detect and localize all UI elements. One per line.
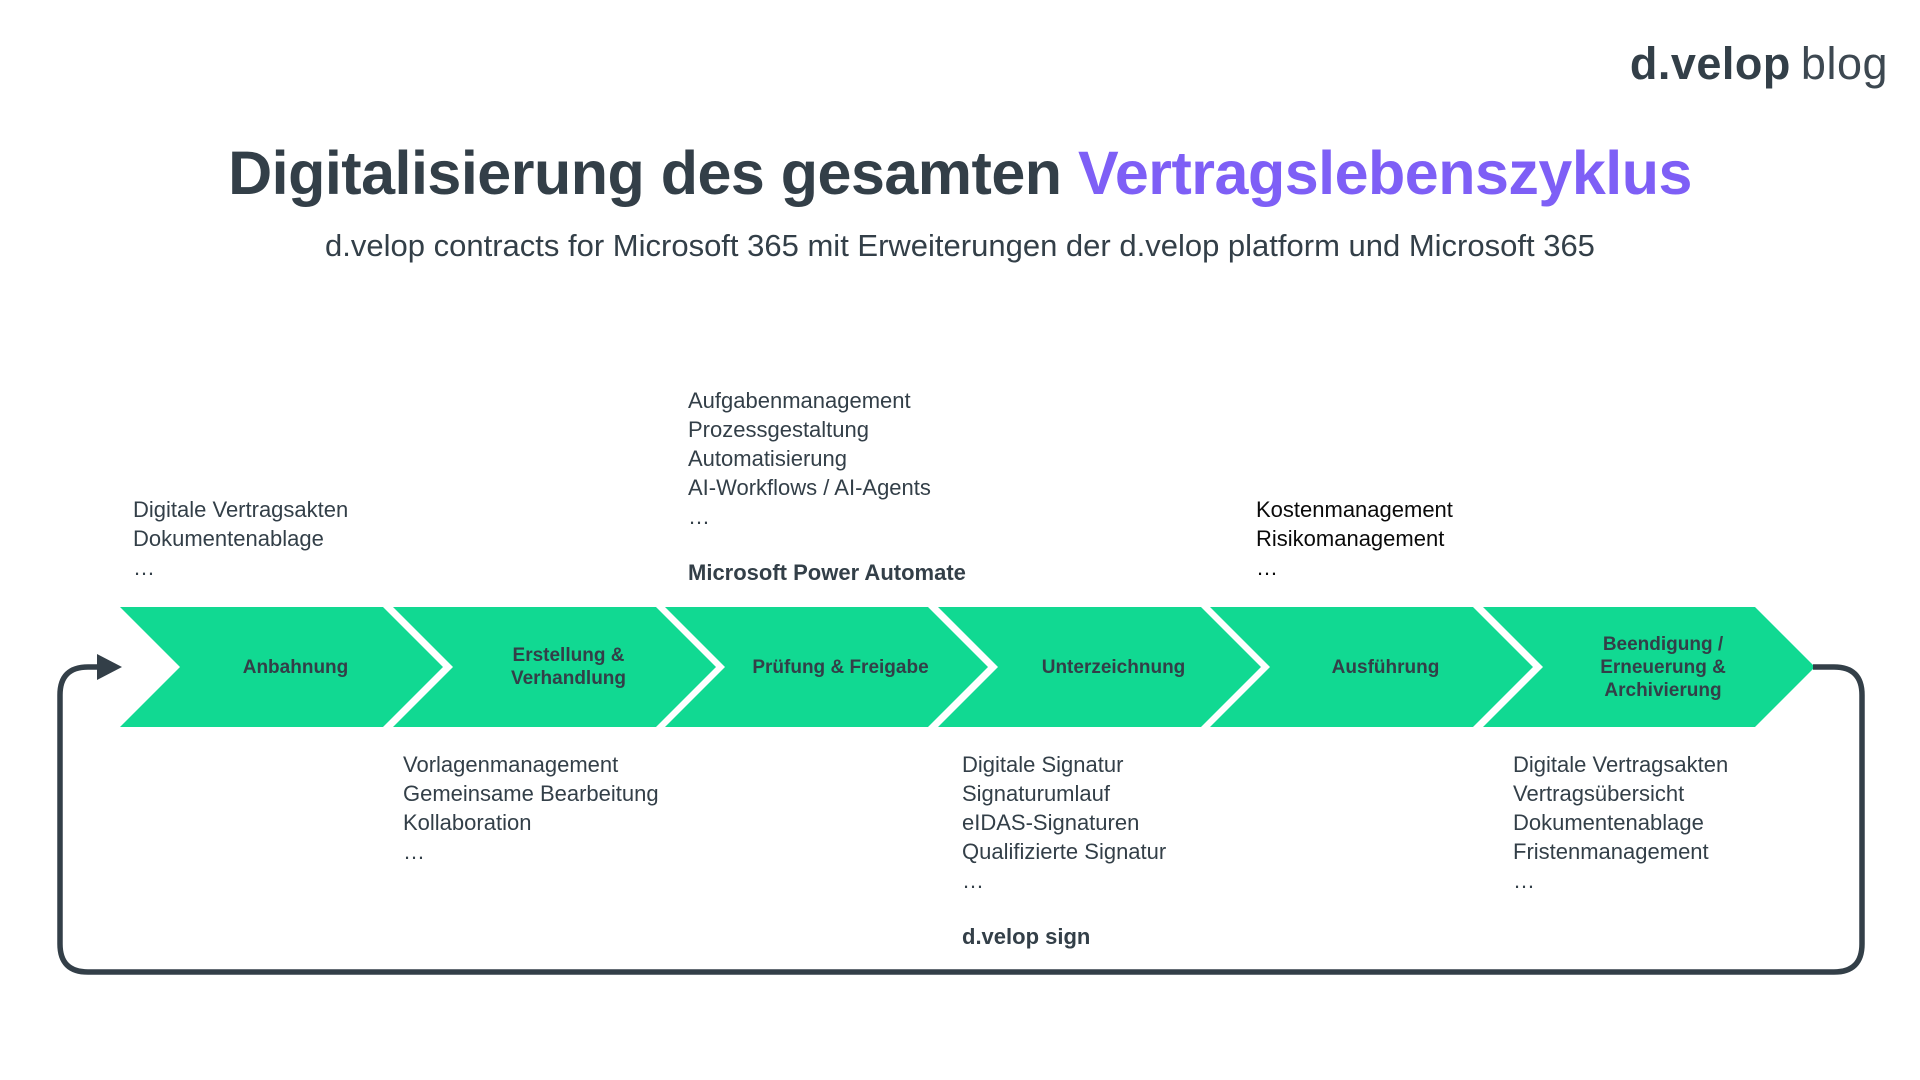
brand-logo-name: d.velop bbox=[1629, 38, 1791, 89]
note-lines: Aufgabenmanagement Prozessgestaltung Aut… bbox=[688, 388, 931, 529]
note-above-pruefung: Aufgabenmanagement Prozessgestaltung Aut… bbox=[688, 386, 966, 587]
note-lines: Digitale Signatur Signaturumlauf eIDAS-S… bbox=[962, 752, 1167, 893]
stage-anbahnung: Anbahnung bbox=[120, 607, 443, 727]
note-below-erstellung: Vorlagenmanagement Gemeinsame Bearbeitun… bbox=[403, 750, 659, 866]
stage-label: Anbahnung bbox=[242, 656, 349, 678]
stage-label: Erstellung & Verhandlung bbox=[510, 645, 627, 689]
page-title: Digitalisierung des gesamten Vertragsleb… bbox=[0, 138, 1920, 208]
page-title-highlight: Vertragslebenszyklus bbox=[1078, 139, 1692, 207]
note-above-anbahnung: Digitale Vertragsakten Dokumentenablage … bbox=[133, 495, 348, 582]
note-lines: Digitale Vertragsakten Vertragsübersicht… bbox=[1513, 752, 1729, 893]
page-title-main: Digitalisierung des gesamten bbox=[228, 139, 1078, 207]
loop-arrowhead-icon bbox=[97, 654, 122, 680]
note-lines: Vorlagenmanagement Gemeinsame Bearbeitun… bbox=[403, 752, 659, 864]
note-below-unterzeichnung: Digitale Signatur Signaturumlauf eIDAS-S… bbox=[962, 750, 1166, 951]
note-lines: Digitale Vertragsakten Dokumentenablage … bbox=[133, 497, 349, 580]
note-above-ausfuehrung: Kostenmanagement Risikomanagement … bbox=[1256, 495, 1453, 582]
stage-label: Prüfung & Freigabe bbox=[752, 656, 929, 678]
stage-label: Beendigung / Erneuerung & Archivierung bbox=[1600, 633, 1726, 701]
note-below-beendigung: Digitale Vertragsakten Vertragsübersicht… bbox=[1513, 750, 1728, 895]
stage-label: Unterzeichnung bbox=[1041, 656, 1186, 678]
note-product-dvelop-sign: d.velop sign bbox=[962, 924, 1091, 949]
stage-label: Ausführung bbox=[1331, 656, 1440, 678]
page-subtitle: d.velop contracts for Microsoft 365 mit … bbox=[325, 228, 1595, 263]
note-product-power-automate: Microsoft Power Automate bbox=[688, 560, 966, 585]
note-lines: Kostenmanagement Risikomanagement … bbox=[1256, 497, 1453, 580]
brand-logo-suffix: blog bbox=[1800, 38, 1888, 89]
